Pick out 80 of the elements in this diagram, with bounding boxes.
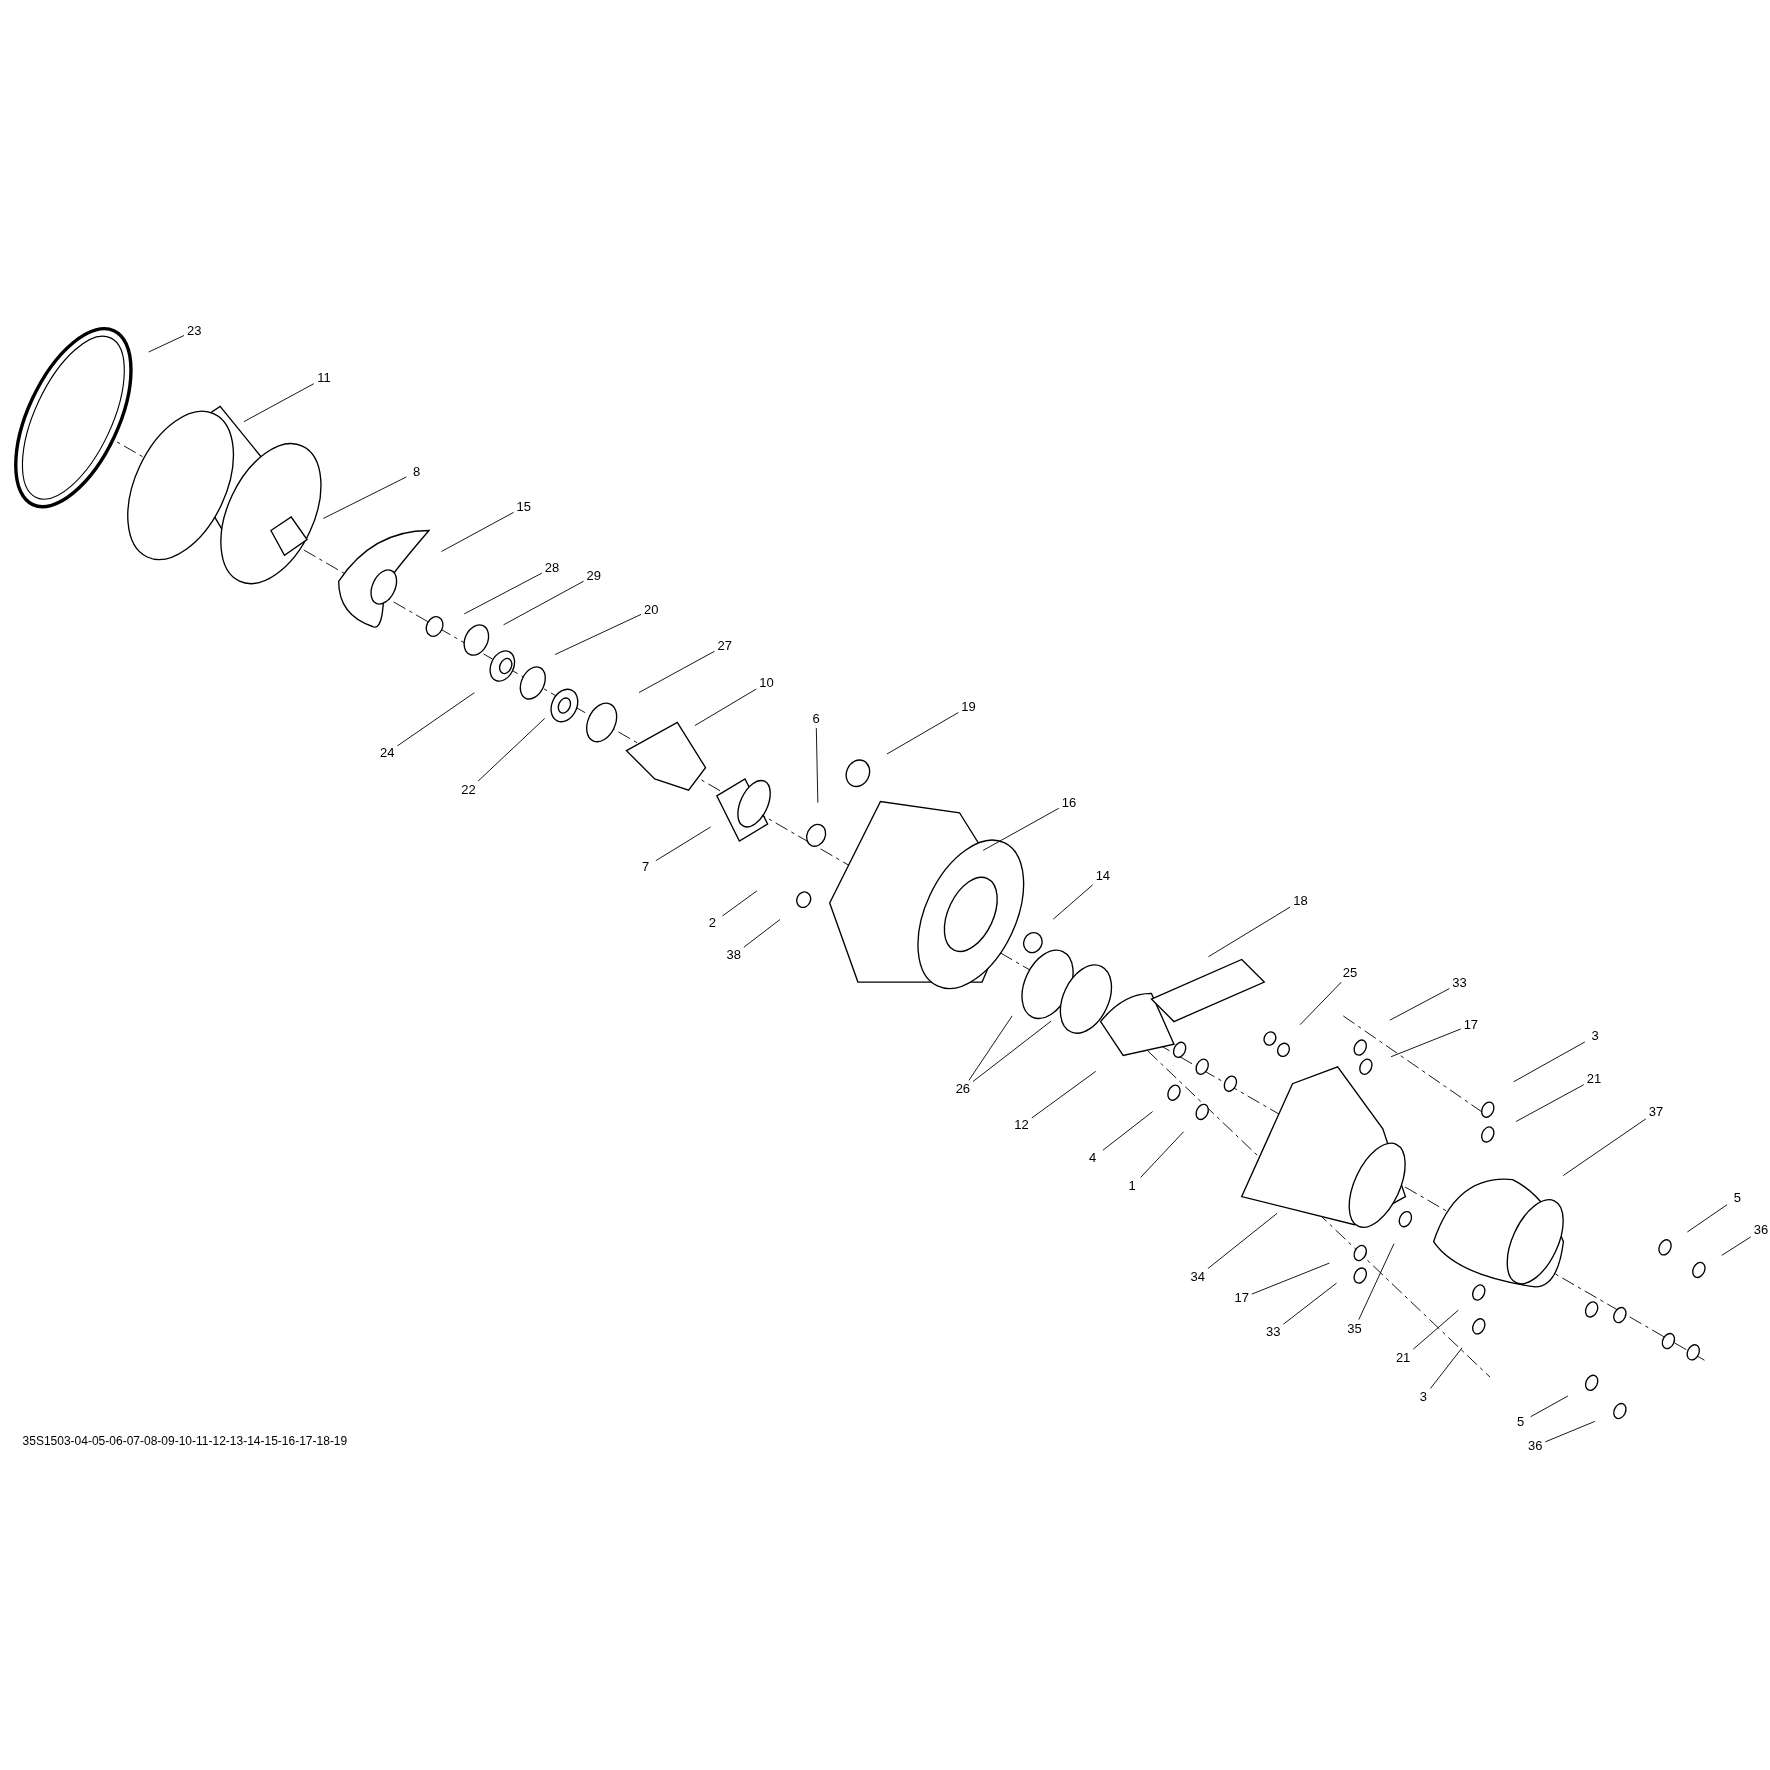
leader-line <box>722 890 758 917</box>
leader-line <box>1412 1309 1459 1350</box>
leader-line <box>1721 1236 1752 1256</box>
leader-line <box>1515 1084 1585 1122</box>
leader-line <box>1686 1204 1728 1233</box>
callout-number: 18 <box>1293 893 1308 908</box>
callout-number: 19 <box>961 699 976 714</box>
leader-line <box>1562 1118 1647 1177</box>
leader-line <box>638 650 715 693</box>
callout-number: 14 <box>1095 868 1111 883</box>
leader-line <box>463 572 543 615</box>
callout-number: 17 <box>1234 1291 1249 1306</box>
leader-line <box>148 335 185 353</box>
leader-line <box>1140 1131 1185 1178</box>
leader-line <box>396 692 475 747</box>
callout-number: 16 <box>1061 795 1077 810</box>
callout-number: 35 <box>1347 1321 1362 1336</box>
leader-line <box>243 383 315 423</box>
leader-line <box>503 580 585 626</box>
callout-number: 25 <box>1342 966 1358 981</box>
callout-number: 4 <box>1089 1151 1097 1166</box>
callout-number: 33 <box>1452 976 1467 991</box>
leader-line <box>1390 1028 1462 1058</box>
leader-line <box>1358 1243 1395 1321</box>
leader-line <box>441 511 515 552</box>
callout-number: 21 <box>1586 1072 1602 1087</box>
callout-number: 26 <box>955 1082 971 1097</box>
leader-line <box>554 613 642 655</box>
leader-line <box>477 718 546 782</box>
callout-number: 34 <box>1190 1269 1205 1284</box>
leader-line <box>886 712 959 755</box>
callout-number: 24 <box>379 745 395 760</box>
callout-number: 10 <box>759 675 774 690</box>
callout-number: 17 <box>1463 1017 1479 1032</box>
leader-line <box>968 1015 1013 1081</box>
callout-number: 15 <box>516 499 531 514</box>
callout-number: 8 <box>412 464 421 479</box>
leader-line <box>1251 1262 1330 1295</box>
callout-number: 20 <box>644 602 659 617</box>
leader-line <box>1207 906 1291 958</box>
leader-line <box>1102 1111 1154 1151</box>
callout-number: 2 <box>708 916 716 931</box>
callout-number: 36 <box>1527 1439 1543 1453</box>
leader-line <box>694 688 757 726</box>
leader-line <box>322 476 407 519</box>
callout-number: 1 <box>1128 1179 1136 1194</box>
callout-number: 6 <box>812 712 820 727</box>
leader-line <box>1530 1395 1569 1418</box>
callout-number: 3 <box>1591 1029 1599 1044</box>
callout-number: 21 <box>1395 1350 1411 1365</box>
leader-line <box>1544 1420 1596 1443</box>
callout-number: 33 <box>1266 1325 1281 1339</box>
leader-line <box>1052 884 1094 920</box>
leader-line <box>815 727 819 804</box>
leader-line <box>1430 1347 1463 1389</box>
callout-number: 22 <box>461 783 476 798</box>
leader-line <box>1299 981 1342 1026</box>
leader-line <box>982 807 1060 851</box>
leader-line <box>743 919 781 948</box>
callout-number: 38 <box>726 948 741 962</box>
callout-number: 12 <box>1014 1118 1029 1133</box>
callout-number: 28 <box>544 560 560 575</box>
leader-line <box>1207 1213 1278 1270</box>
callout-number: 27 <box>717 638 732 653</box>
callout-number: 5 <box>1516 1415 1525 1430</box>
callout-number: 37 <box>1648 1104 1664 1119</box>
callout-number: 5 <box>1733 1190 1741 1205</box>
callout-number: 3 <box>1419 1390 1428 1405</box>
leader-line <box>972 1020 1052 1082</box>
leader-line <box>1513 1041 1586 1083</box>
leader-line <box>655 826 712 862</box>
callout-number: 36 <box>1753 1223 1769 1238</box>
leader-line <box>1283 1282 1337 1325</box>
reference-code: 35S1503-04-05-06-07-08-09-10-11-12-13-14-15-16-17-18-19 <box>22 1433 348 1448</box>
callout-number: 29 <box>586 568 601 583</box>
leader-line <box>1031 1070 1097 1119</box>
callout-number: 11 <box>317 371 331 386</box>
callout-number: 7 <box>642 859 650 874</box>
leader-line <box>1389 988 1450 1021</box>
callout-number: 23 <box>186 323 202 338</box>
